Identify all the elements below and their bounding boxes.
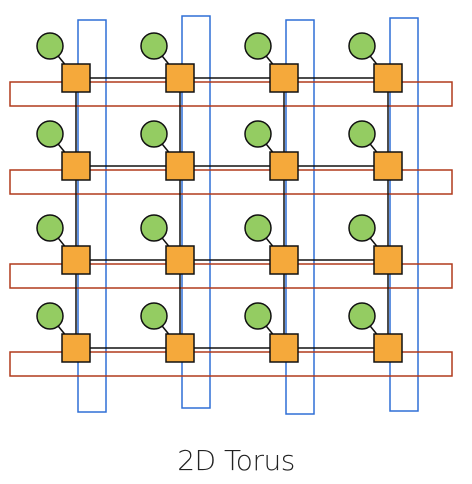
router-square — [269, 63, 299, 93]
router-square — [61, 245, 91, 275]
node-r4-c2 — [140, 302, 195, 363]
node-r2-c2 — [140, 120, 195, 181]
compute-node-circle — [140, 214, 168, 242]
node-r1-c4 — [348, 32, 403, 93]
router-square — [269, 151, 299, 181]
node-r4-c4 — [348, 302, 403, 363]
column-wrap-link-2 — [181, 15, 211, 409]
router-square — [61, 151, 91, 181]
router-square — [269, 333, 299, 363]
mesh-links — [75, 77, 389, 349]
node-r3-c1 — [36, 214, 91, 275]
node-r4-c1 — [36, 302, 91, 363]
diagram-caption: 2D Torus — [177, 444, 295, 477]
router-square — [61, 333, 91, 363]
node-r2-c1 — [36, 120, 91, 181]
router-square — [373, 245, 403, 275]
router-square — [165, 333, 195, 363]
compute-node-circle — [348, 214, 376, 242]
compute-node-circle — [140, 32, 168, 60]
router-square — [373, 151, 403, 181]
row-wrap-link-2 — [9, 169, 453, 195]
column-wraparound-links — [77, 15, 419, 415]
column-wrap-link-1 — [77, 19, 107, 413]
compute-node-circle — [244, 120, 272, 148]
node-r2-c3 — [244, 120, 299, 181]
router-square — [373, 333, 403, 363]
compute-node-circle — [244, 302, 272, 330]
compute-node-circle — [140, 302, 168, 330]
node-r2-c4 — [348, 120, 403, 181]
torus-diagram — [9, 15, 453, 415]
node-r1-c2 — [140, 32, 195, 93]
router-square — [269, 245, 299, 275]
compute-node-circle — [348, 302, 376, 330]
router-square — [165, 63, 195, 93]
compute-node-circle — [244, 214, 272, 242]
router-square — [373, 63, 403, 93]
router-square — [165, 151, 195, 181]
compute-node-circle — [36, 120, 64, 148]
router-square — [61, 63, 91, 93]
column-wrap-link-4 — [389, 17, 419, 412]
compute-node-circle — [36, 32, 64, 60]
column-wrap-link-3 — [285, 19, 315, 415]
node-r3-c2 — [140, 214, 195, 275]
node-r3-c3 — [244, 214, 299, 275]
node-r1-c1 — [36, 32, 91, 93]
nodes — [36, 32, 403, 363]
row-wrap-link-1 — [9, 81, 453, 107]
row-wraparound-links — [9, 81, 453, 377]
compute-node-circle — [140, 120, 168, 148]
row-wrap-link-3 — [9, 263, 453, 289]
router-square — [165, 245, 195, 275]
compute-node-circle — [244, 32, 272, 60]
node-r3-c4 — [348, 214, 403, 275]
compute-node-circle — [348, 120, 376, 148]
node-r4-c3 — [244, 302, 299, 363]
row-wrap-link-4 — [9, 351, 453, 377]
compute-node-circle — [36, 214, 64, 242]
node-r1-c3 — [244, 32, 299, 93]
compute-node-circle — [36, 302, 64, 330]
compute-node-circle — [348, 32, 376, 60]
